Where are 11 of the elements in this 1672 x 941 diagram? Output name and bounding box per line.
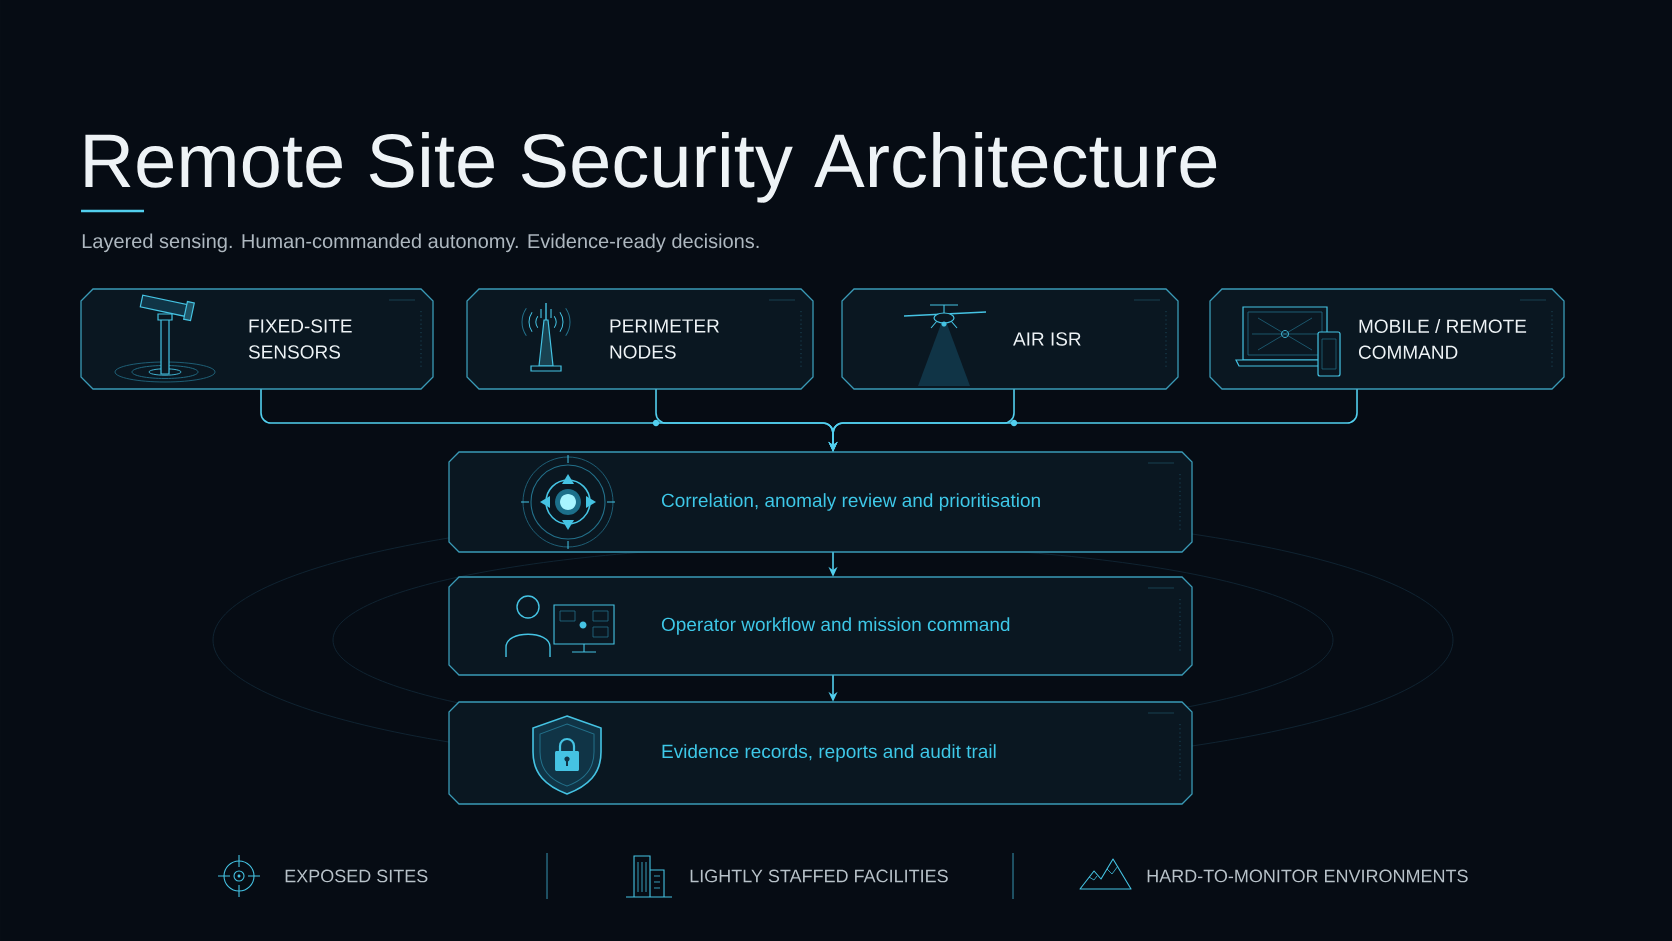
- subtitle: Layered sensing. Human-commanded autonomy. Evidence-ready decisions.: [82, 233, 759, 253]
- sensor-card: PERIMETER NODES: [466, 288, 814, 390]
- category-label: EXPOSED SITES: [285, 869, 428, 883]
- title: Remote Site Security Architecture: [85, 131, 1217, 203]
- layer-card: Correlation, anomaly review and prioritisation: [448, 451, 1193, 553]
- category-label: LIGHTLY STAFFED FACILITIES: [690, 869, 948, 883]
- sensor-card: FIXED-SITE SENSORS: [80, 288, 434, 390]
- category-label: HARD-TO-MONITOR ENVIRONMENTS: [1147, 869, 1468, 883]
- layer-card: Operator workflow and mission command: [448, 576, 1193, 676]
- layer-card: Evidence records, reports and audit trail: [448, 701, 1193, 805]
- sensor-card: AIR ISR: [841, 288, 1179, 390]
